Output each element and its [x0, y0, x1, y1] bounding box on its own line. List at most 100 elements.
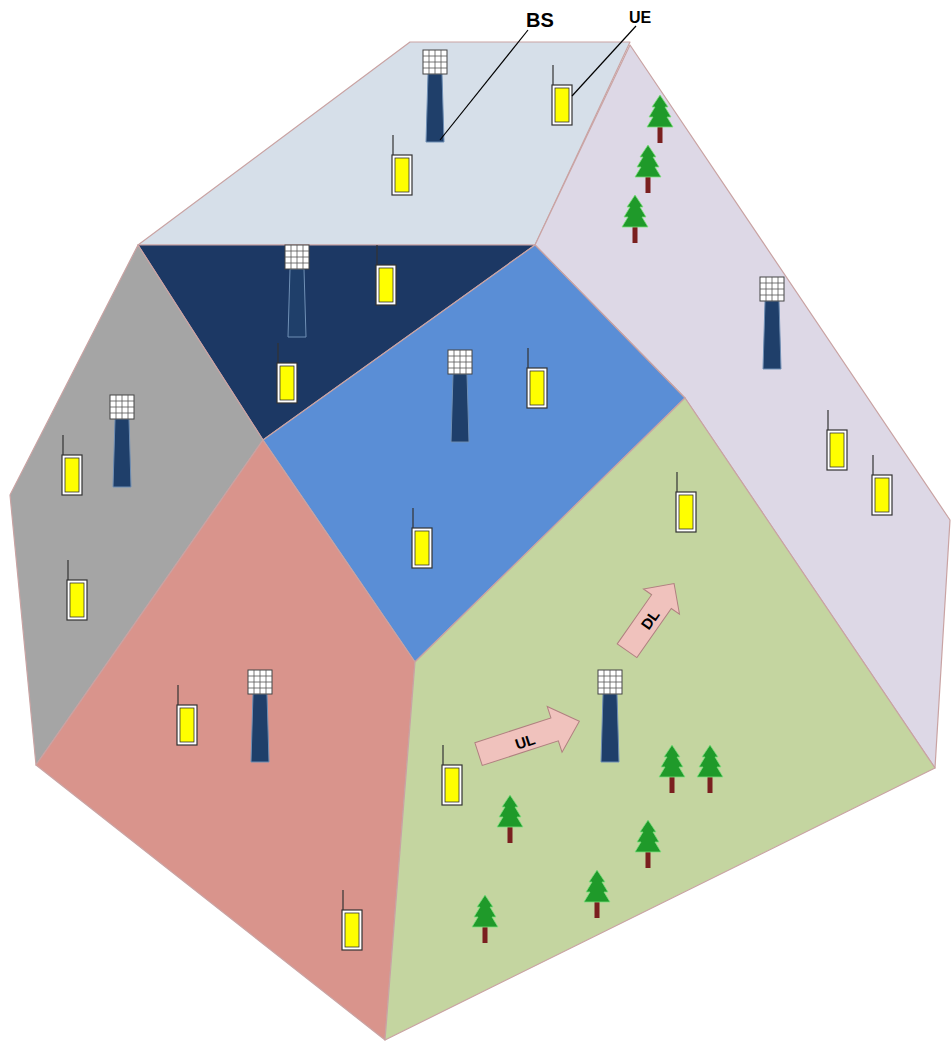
ue-screen	[65, 458, 79, 492]
bs-antenna	[598, 670, 622, 694]
ue-screen	[875, 478, 889, 512]
antenna-grid	[598, 688, 622, 689]
ue-antenna	[442, 745, 443, 765]
ue-body	[827, 430, 847, 470]
antenna-grid	[110, 407, 134, 408]
ue-screen	[445, 768, 459, 802]
bs-antenna	[110, 395, 134, 419]
antenna-grid	[441, 50, 442, 74]
antenna-grid	[423, 68, 447, 69]
cell	[385, 398, 935, 1040]
tree	[647, 95, 673, 127]
antenna-grid	[285, 257, 309, 258]
antenna-grid	[423, 62, 447, 63]
tree-trunk	[646, 850, 651, 868]
bs-label: BS	[526, 10, 554, 30]
ue-antenna	[872, 455, 873, 475]
leader-line	[440, 30, 528, 140]
ue-screen	[180, 708, 194, 742]
tree-trunk	[483, 925, 488, 943]
tree	[635, 820, 661, 852]
ue-body	[67, 580, 87, 620]
bs-antenna	[248, 670, 272, 694]
ue-antenna	[412, 508, 413, 528]
leader-line	[572, 26, 636, 96]
bs-antenna	[423, 50, 447, 74]
antenna-grid	[616, 670, 617, 694]
antenna-grid	[248, 688, 272, 689]
antenna-grid	[285, 263, 309, 264]
tree-trunk	[646, 175, 651, 193]
ue-screen	[280, 366, 294, 400]
antenna-grid	[266, 670, 267, 694]
ue-antenna	[827, 410, 828, 430]
antenna-grid	[110, 413, 134, 414]
antenna-grid	[598, 682, 622, 683]
ue-screen	[830, 433, 844, 467]
ue-body	[552, 85, 572, 125]
ue-body	[62, 455, 82, 495]
tree-trunk	[595, 900, 600, 918]
bs-mast	[426, 74, 444, 142]
ue-body	[442, 765, 462, 805]
antenna-grid	[303, 245, 304, 269]
ue-antenna	[676, 472, 677, 492]
ue-antenna	[277, 343, 278, 363]
bs-antenna	[448, 350, 472, 374]
tree	[584, 870, 610, 902]
tree	[497, 795, 523, 827]
bs-antenna	[760, 277, 784, 301]
antenna-grid	[760, 295, 784, 296]
antenna-grid	[448, 368, 472, 369]
tree	[622, 195, 648, 227]
tree-trunk	[508, 825, 513, 843]
ue-screen	[530, 371, 544, 405]
antenna-grid	[760, 289, 784, 290]
ue-antenna	[67, 560, 68, 580]
ue-screen	[415, 531, 429, 565]
uplink-arrow	[471, 698, 587, 776]
ue-body	[676, 492, 696, 532]
ue-antenna	[527, 348, 528, 368]
ue-body	[342, 910, 362, 950]
ue-antenna	[177, 685, 178, 705]
bs-antenna	[285, 245, 309, 269]
tree	[659, 745, 685, 777]
ue-body	[412, 528, 432, 568]
tree	[697, 745, 723, 777]
ue-screen	[395, 158, 409, 192]
ue-antenna	[62, 435, 63, 455]
ue-body	[177, 705, 197, 745]
downlink-arrow	[609, 571, 692, 663]
bs-mast	[763, 301, 781, 369]
ue-screen	[70, 583, 84, 617]
ue-screen	[555, 88, 569, 122]
ue-body	[277, 363, 297, 403]
antenna-grid	[466, 350, 467, 374]
ue-body	[376, 265, 396, 305]
ue-antenna	[342, 890, 343, 910]
tree-trunk	[658, 125, 663, 143]
antenna-grid	[248, 682, 272, 683]
ue-body	[392, 155, 412, 195]
ue-screen	[379, 268, 393, 302]
antenna-grid	[128, 395, 129, 419]
ue-antenna	[376, 245, 377, 265]
tree-trunk	[633, 225, 638, 243]
ue-body	[872, 475, 892, 515]
bs-mast	[113, 419, 131, 487]
ue-antenna	[552, 65, 553, 85]
bs-mast	[601, 694, 619, 762]
ue-body	[527, 368, 547, 408]
tree-trunk	[708, 775, 713, 793]
antenna-grid	[778, 277, 779, 301]
tree	[472, 895, 498, 927]
cell	[36, 440, 415, 1040]
tree-trunk	[670, 775, 675, 793]
bs-mast	[451, 374, 469, 442]
bs-mast	[251, 694, 269, 762]
ue-antenna	[392, 135, 393, 155]
ue-screen	[345, 913, 359, 947]
antenna-grid	[448, 362, 472, 363]
